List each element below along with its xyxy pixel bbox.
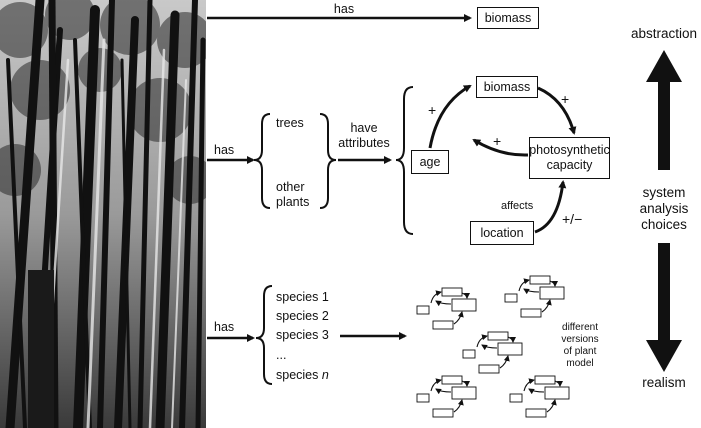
mini-location-box	[520, 308, 542, 318]
mini-loop-arrow	[518, 278, 530, 292]
mini-location-box	[525, 408, 547, 418]
abstraction-arrowhead	[646, 50, 682, 82]
mini-biomass-box	[441, 287, 463, 297]
forest-photo	[0, 0, 206, 428]
top-biomass-box: biomass	[477, 7, 539, 29]
age-to-biomass-arrow	[428, 84, 472, 149]
mini-age-box	[504, 293, 518, 303]
species-brace	[255, 285, 273, 385]
species-3: species 3	[276, 328, 329, 342]
top-has-label: has	[333, 2, 355, 16]
mini-age-box	[462, 349, 476, 359]
realism-label: realism	[642, 375, 686, 390]
mini-loop-arrow	[481, 344, 498, 351]
mini-loop-arrow	[523, 378, 535, 392]
middle-has-label: has	[214, 143, 235, 157]
mini-loop-arrow	[453, 399, 464, 413]
mini-age-box	[416, 393, 430, 403]
location-box: location	[470, 221, 534, 245]
sign-capacity-to-age: +	[493, 133, 502, 149]
mini-loop-arrow	[435, 388, 452, 395]
mini-biomass-box	[534, 375, 556, 385]
mini-model-3	[462, 331, 523, 374]
mini-loop-arrow	[541, 299, 552, 313]
mini-loop-arrow	[430, 378, 442, 392]
mini-loop-arrow	[546, 399, 557, 413]
mini-loop-arrow	[430, 290, 442, 304]
realism-arrowhead	[646, 340, 682, 372]
mini-capacity-box	[539, 286, 565, 300]
mini-location-box	[432, 408, 454, 418]
mini-biomass-box	[441, 375, 463, 385]
mini-age-box	[416, 305, 430, 315]
mini-model-2	[504, 275, 565, 318]
mini-age-box	[509, 393, 523, 403]
versions-label: different versions of plant model	[561, 322, 599, 369]
affects-label: affects	[501, 200, 534, 212]
species-2: species 2	[276, 309, 329, 323]
species-n: species n	[276, 368, 329, 382]
mini-loop-arrow	[476, 334, 488, 348]
sign-biomass-to-capacity: +	[561, 91, 570, 107]
attributes-brace	[395, 86, 414, 235]
mini-loop-arrow	[461, 380, 470, 387]
sign-location-to-capacity: +/−	[562, 211, 583, 227]
mini-location-box	[432, 320, 454, 330]
bottom-has-label: has	[214, 320, 235, 334]
mini-loop-arrow	[528, 388, 545, 395]
mini-loop-arrow	[507, 336, 516, 343]
biomass-to-capacity-arrow	[537, 86, 577, 135]
mini-capacity-box	[544, 386, 570, 400]
mini-model-versions	[416, 275, 570, 418]
mini-location-box	[478, 364, 500, 374]
mini-model-1	[416, 287, 477, 330]
age-box: age	[411, 150, 449, 174]
mini-capacity-box	[451, 298, 477, 312]
biomass-box: biomass	[476, 76, 538, 98]
mini-capacity-box	[497, 342, 523, 356]
items-brace	[253, 113, 271, 209]
items-brace-right	[319, 113, 337, 209]
system-analysis-choices-label: system analysis choices	[639, 185, 689, 232]
mini-loop-arrow	[453, 311, 464, 325]
mini-biomass-box	[487, 331, 509, 341]
have-attributes-label: have attributes	[338, 121, 390, 150]
mini-loop-arrow	[461, 292, 470, 299]
sign-age-to-biomass: +	[428, 102, 437, 118]
mini-biomass-box	[529, 275, 551, 285]
mini-loop-arrow	[523, 288, 540, 295]
abstraction-label: abstraction	[630, 26, 698, 41]
species-ellipsis: ...	[276, 348, 287, 362]
mini-loop-arrow	[499, 355, 510, 369]
location-to-capacity-arrow	[534, 180, 567, 234]
photosynthetic-capacity-box: photosynthetic capacity	[529, 137, 610, 179]
item-other-plants: other plants	[276, 180, 310, 209]
mini-loop-arrow	[554, 380, 563, 387]
capacity-to-age-arrow	[472, 138, 529, 157]
mini-loop-arrow	[549, 280, 558, 287]
mini-loop-arrow	[435, 300, 452, 307]
mini-model-4	[416, 375, 477, 418]
mini-model-5	[509, 375, 570, 418]
item-trees: trees	[276, 116, 304, 130]
mini-capacity-box	[451, 386, 477, 400]
species-1: species 1	[276, 290, 329, 304]
